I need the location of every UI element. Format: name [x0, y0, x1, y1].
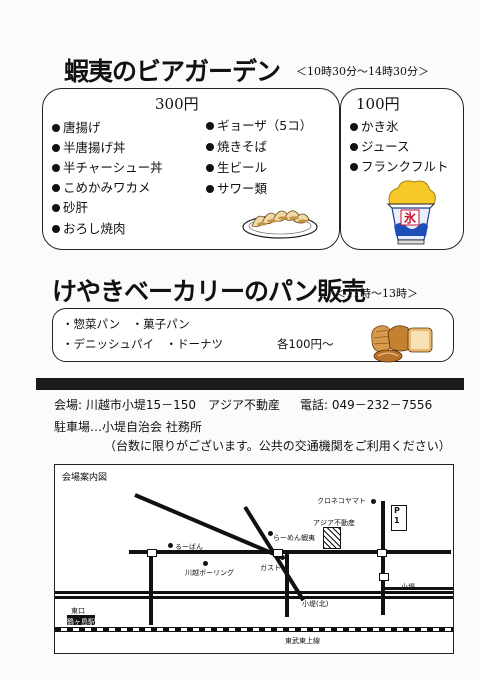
bakery-price: 各100円～ [277, 337, 334, 351]
map-road [149, 553, 153, 625]
venue-map: 会場案内図 P 1 クロネコヤマト アジア不動産 らーめん蝦夷 るーばん 川越ボ… [54, 464, 454, 654]
bullet-icon [206, 163, 214, 172]
map-marker-icon [371, 499, 376, 504]
bakery-items-line-1: ・惣菜パン ・菓子パン [62, 317, 190, 331]
map-road [285, 553, 289, 617]
bullet-icon [350, 122, 358, 131]
map-marker-icon [268, 531, 273, 536]
parking-p1-label: P 1 [394, 506, 400, 525]
beer-garden-title: 蝦夷のビアガーデン [64, 57, 281, 86]
map-marker-icon [203, 561, 208, 566]
map-label-ramen: らーめん蝦夷 [273, 534, 315, 542]
map-label-bowling: 川越ボーリング [185, 569, 234, 577]
station-block [67, 615, 95, 625]
map-label-asia: アジア不動産 [313, 519, 355, 527]
bullet-icon [350, 162, 358, 171]
parking-note: （台数に限りがございます。公共の交通機関をご利用ください） [104, 439, 451, 453]
map-label-kuroneko: クロネコヤマト [317, 497, 366, 505]
map-label-east-exit: 東口 [71, 607, 85, 615]
map-label-gusto: ガスト [260, 564, 281, 572]
map-road [385, 587, 453, 590]
venue-phone: 電話: 049－232－7556 [300, 398, 433, 412]
traffic-signal-icon [147, 549, 157, 557]
menu-item: こめかみワカメ [52, 177, 151, 196]
map-title: 会場案内図 [62, 473, 108, 483]
map-road [55, 596, 453, 599]
traffic-signal-icon [273, 549, 283, 557]
map-label-station: 鶴ヶ島駅 [67, 618, 95, 626]
section-divider-bar [36, 378, 464, 390]
menu-item: サワー類 [206, 178, 267, 197]
menu-item: かき氷 [350, 116, 399, 135]
bullet-icon [206, 184, 214, 193]
bullet-icon [52, 183, 60, 192]
venue-building [323, 527, 341, 549]
menu-item: 生ビール [206, 157, 267, 176]
bullet-icon [52, 123, 60, 132]
menu-item: 砂肝 [52, 197, 88, 216]
menu-item: 半チャーシュー丼 [52, 157, 163, 176]
bullet-icon [350, 142, 358, 151]
venue-address: 会場: 川越市小堤15－150 アジア不動産 [54, 398, 281, 412]
menu-item: ジュース [350, 136, 410, 155]
bullet-icon [52, 143, 60, 152]
map-road [55, 591, 453, 594]
parking-info: 駐車場…小堤自治会 社務所 [54, 420, 202, 434]
bakery-title: けやきベーカリーのパン販売 [52, 277, 366, 306]
bullet-icon [206, 121, 214, 130]
traffic-signal-icon [377, 549, 387, 557]
bullet-icon [52, 163, 60, 172]
bullet-icon [52, 203, 60, 212]
menu-item: 半唐揚げ丼 [52, 137, 126, 156]
traffic-signal-icon [379, 573, 389, 581]
beer-garden-hours: ＜10時30分～14時30分＞ [296, 65, 429, 78]
menu-item: 焼きそば [206, 136, 267, 155]
bread-illustration [371, 325, 433, 363]
parking-p1-box [391, 505, 407, 531]
menu-item: おろし焼肉 [52, 218, 126, 237]
map-label-roban: るーばん [175, 543, 203, 551]
map-road [129, 550, 451, 554]
menu-item: フランクフルト [350, 156, 449, 175]
map-marker-icon [168, 543, 173, 548]
bullet-icon [206, 142, 214, 151]
price-100-heading: 100円 [356, 95, 400, 113]
menu-item: 唐揚げ [52, 117, 101, 136]
railway-line [55, 627, 453, 632]
price-300-heading: 300円 [155, 95, 199, 113]
map-label-tobu-line: 東武東上線 [285, 637, 320, 645]
map-label-kozutsumi-north: 小堤(北) [302, 600, 329, 608]
menu-item: ギョーザ（5コ） [206, 115, 312, 134]
kakigori-illustration: 氷 [386, 180, 436, 245]
map-road [381, 501, 385, 615]
map-marker-icon [280, 555, 285, 560]
bullet-icon [52, 224, 60, 233]
bakery-hours: ＜11時～13時＞ [335, 287, 418, 300]
map-label-kozutsumi: 小堤 [401, 583, 415, 591]
gyoza-plate-illustration [242, 210, 318, 239]
bakery-items-line-2: ・デニッシュパイ ・ドーナツ [62, 337, 223, 351]
kakigori-sign-text: 氷 [403, 210, 417, 225]
